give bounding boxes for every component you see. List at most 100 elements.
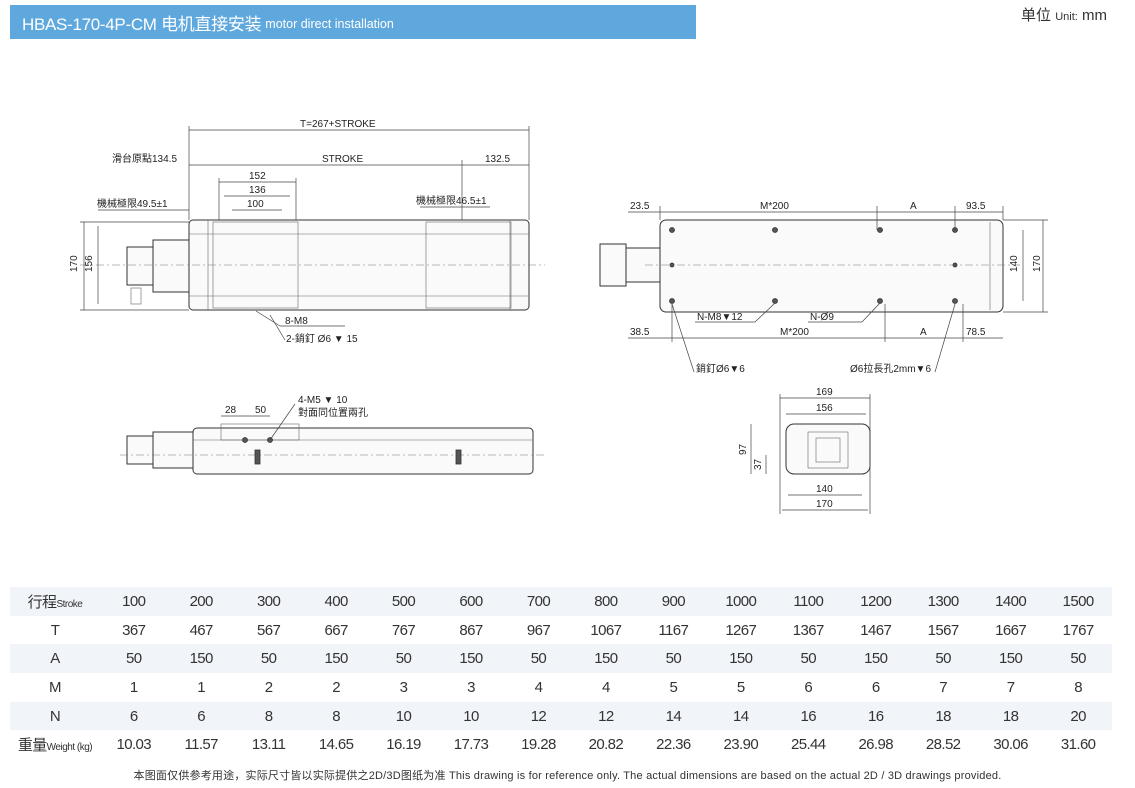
dim-right-offset: 132.5 [485, 154, 510, 165]
title-bar: HBAS-170-4P-CM 电机直接安装 motor direct insta… [10, 5, 696, 39]
row-header-label: T [50, 621, 60, 639]
bottom-motor-body [625, 247, 661, 283]
table-cell: 867 [437, 615, 505, 645]
table-cell: 900 [639, 587, 708, 616]
table-cell: 1 [100, 673, 168, 702]
table-cell: 26.98 [841, 730, 910, 760]
table-cell: 12 [572, 701, 640, 731]
table-cell: 100 [100, 587, 168, 616]
table-cell: 5 [639, 673, 708, 702]
row-header-label: 重量 [17, 737, 47, 755]
table-cell: 1 [167, 673, 235, 702]
note-bottom-holes: N-M8▼12 [697, 312, 743, 323]
table-cell: 5 [707, 673, 775, 702]
table-cell: 6 [167, 701, 235, 731]
table-cell: 1000 [707, 587, 775, 616]
table-cell: 2 [234, 673, 303, 702]
table-cell: 7 [976, 673, 1045, 702]
table-cell: 25.44 [774, 730, 842, 760]
dim-bottom-right-offset: 93.5 [966, 201, 986, 212]
table-cell: 18 [976, 701, 1045, 731]
table-cell: 3 [369, 673, 438, 702]
table-cell: 10.03 [100, 730, 168, 760]
table-cell: 367 [100, 615, 168, 645]
dim-100: 100 [247, 199, 264, 210]
row-header-label: A [50, 650, 60, 668]
row-header-label: N [49, 707, 61, 725]
side-motor-cap [126, 435, 154, 465]
bottom-view: 23.5 M*200 A 93.5 140 170 38.5 M*200 A 7… [599, 201, 1048, 375]
table-cell: 150 [437, 644, 505, 674]
table-cell: 16 [774, 701, 842, 731]
table-cell: 1500 [1044, 587, 1112, 616]
table-cell: 14 [639, 701, 708, 731]
note-side-holes: 4-M5 ▼ 10 [298, 395, 348, 406]
unit-label: 单位 Unit: mm [1021, 4, 1107, 25]
dim-bottom-height-140: 140 [1009, 255, 1020, 272]
table-cell: 150 [707, 644, 775, 674]
dim-end-170: 170 [816, 499, 833, 510]
table-cell: 4 [572, 673, 640, 702]
unit-label-value: mm [1082, 7, 1107, 24]
table-cell: 700 [504, 587, 573, 616]
dim-stroke: STROKE [322, 154, 363, 165]
dim-side-50: 50 [255, 405, 267, 416]
table-cell: 150 [302, 644, 370, 674]
table-cell: 1067 [572, 615, 640, 645]
table-cell: 1400 [976, 587, 1045, 616]
table-cell: 1300 [909, 587, 977, 616]
top-view: T=267+STROKE 滑台原點134.5 STROKE 132.5 152 … [69, 119, 545, 345]
table-cell: 967 [504, 615, 573, 645]
dim-bottom-m200-top: M*200 [760, 201, 789, 212]
table-cell: 13.11 [234, 730, 303, 760]
table-cell: 23.90 [707, 730, 775, 760]
row-header-sublabel: Stroke [56, 598, 83, 610]
table-cell: 8 [234, 701, 303, 731]
side-actuator-body [192, 427, 534, 475]
table-cell: 6 [841, 673, 910, 702]
side-motor-body [152, 431, 194, 469]
end-view: 169 156 140 170 97 37 [738, 387, 871, 514]
table-cell: 467 [167, 615, 235, 645]
dim-slide-origin: 滑台原點134.5 [112, 152, 177, 165]
dim-bottom-left-offset-lower: 38.5 [630, 327, 650, 338]
table-cell: 500 [369, 587, 438, 616]
table-cell: 300 [234, 587, 303, 616]
top-motor-connector [130, 287, 142, 305]
note-pins: 2-銷釘 Ø6 ▼ 15 [286, 332, 358, 345]
table-cell: 22.36 [639, 730, 708, 760]
table-cell: 3 [437, 673, 505, 702]
dim-bottom-m200-bottom: M*200 [780, 327, 809, 338]
table-cell: 50 [234, 644, 303, 674]
side-view: 28 50 4-M5 ▼ 10 對面同位置兩孔 [120, 395, 545, 475]
dim-total-length: T=267+STROKE [300, 119, 376, 130]
table-cell: 14 [707, 701, 775, 731]
dim-152: 152 [249, 171, 266, 182]
table-cell: 667 [302, 615, 370, 645]
table-cell: 1167 [639, 615, 708, 645]
page-title: HBAS-170-4P-CM 电机直接安装 [22, 14, 262, 34]
dim-end-37: 37 [753, 458, 764, 470]
unit-label-en: Unit: [1055, 11, 1078, 23]
dim-136: 136 [249, 185, 266, 196]
table-cell: 150 [572, 644, 640, 674]
dim-bottom-a-top: A [910, 201, 917, 212]
table-cell: 31.60 [1044, 730, 1112, 760]
dim-end-140: 140 [816, 484, 833, 495]
table-cell: 50 [1044, 644, 1112, 674]
bottom-actuator-body [659, 219, 1004, 313]
row-header: 重量Weight (kg) [10, 730, 100, 760]
row-header: N [10, 701, 100, 731]
table-cell: 1100 [774, 587, 842, 616]
table-cell: 1267 [707, 615, 775, 645]
note-bottom-holes-through: N-Ø9 [810, 312, 834, 323]
table-cell: 400 [302, 587, 370, 616]
table-cell: 10 [369, 701, 438, 731]
dim-side-28: 28 [225, 405, 237, 416]
